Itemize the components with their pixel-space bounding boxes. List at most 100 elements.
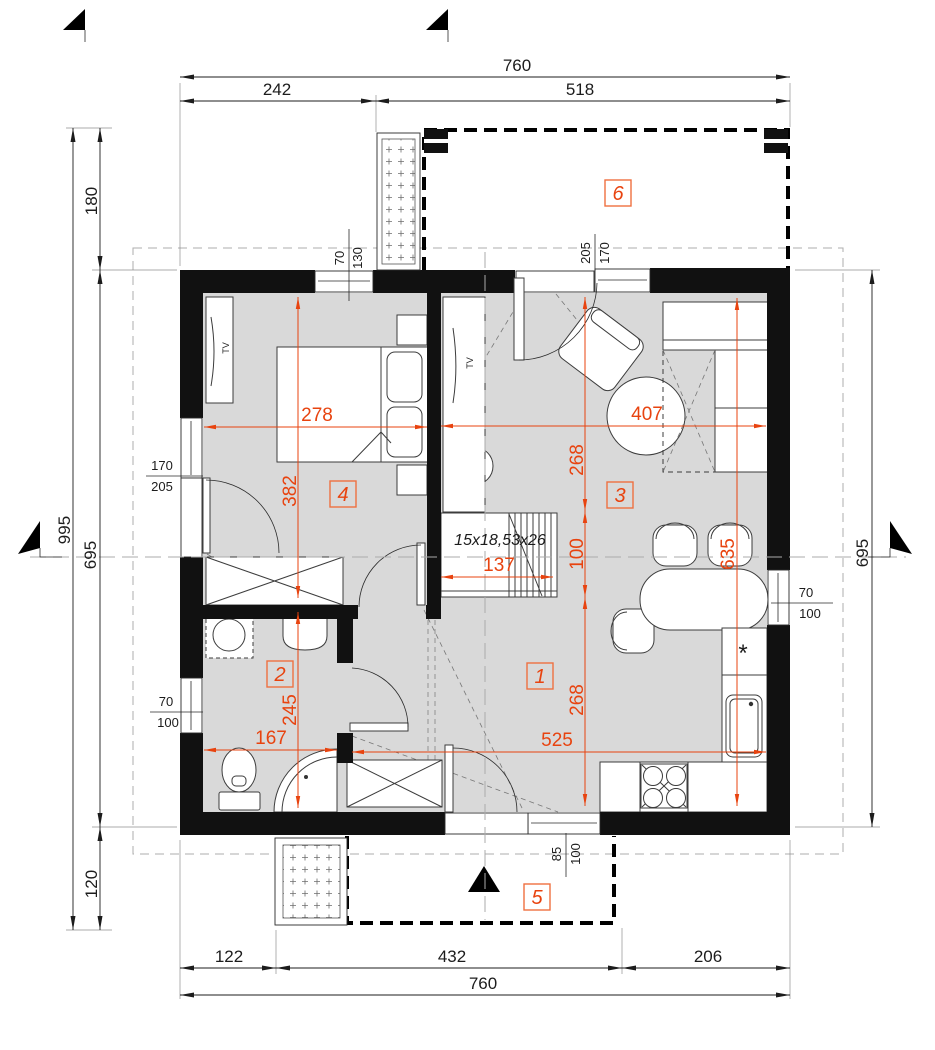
dim-bottom-total: 760 [469, 974, 497, 993]
room-label-2: 2 [273, 664, 285, 686]
dim-right-chain: 635 [718, 538, 739, 570]
pillow [386, 351, 423, 403]
label-entry-h: 205 [578, 242, 593, 264]
stair-cut-line [508, 513, 543, 597]
sofa-ottoman-dashed [662, 349, 716, 473]
label-entry-w: 170 [597, 242, 612, 264]
blanket-fold [351, 431, 392, 463]
entry-door-opening [515, 270, 595, 293]
room-label-5: 5 [531, 887, 543, 909]
dim-bedroom-width: 278 [301, 405, 333, 426]
balcony-door-swing [205, 479, 280, 554]
terrace-top [422, 128, 790, 270]
round-table [606, 376, 686, 456]
dim-left-total: 995 [55, 516, 74, 544]
room-labels: 1 2 3 4 5 6 [266, 179, 634, 911]
windows [180, 268, 790, 835]
label-bed-top-w: 70 [332, 251, 347, 265]
section-marker-top-mid [426, 9, 448, 30]
toilet-bowl [221, 747, 257, 793]
main-door-leaf [444, 744, 454, 813]
nightstand [396, 464, 428, 496]
dining-table [639, 568, 769, 631]
tv-label-living: TV [465, 357, 475, 369]
label-bath-h: 100 [157, 715, 179, 730]
main-door-swing [452, 747, 518, 813]
roof-outline [132, 247, 844, 855]
label-bottom-w: 85 [549, 847, 564, 861]
dim-living-width: 407 [631, 404, 663, 425]
main-door-opening [444, 812, 529, 835]
room-label-1: 1 [534, 666, 545, 688]
tv-screen-living [452, 327, 457, 404]
entry-door-leaf [513, 277, 525, 361]
dimensions-red: 278 382 407 268 100 268 635 137 [204, 297, 766, 808]
armchair [558, 306, 644, 392]
bedroom-door-swing [358, 544, 422, 608]
dim-kitchen-width: 525 [541, 730, 573, 751]
dim-living-height: 268 [567, 444, 588, 476]
label-bed-top-h: 130 [350, 247, 365, 269]
entrance-arrow [468, 866, 500, 892]
label-bed-left-h: 205 [151, 479, 173, 494]
dim-top-total: 760 [503, 56, 531, 75]
tv-label-bedroom: TV [221, 342, 231, 354]
label-bottom-h: 100 [568, 843, 583, 865]
section-marker-left [18, 521, 40, 554]
kitchen-sink [725, 694, 763, 758]
tv-cabinet-bedroom [205, 296, 234, 404]
dim-mid: 100 [567, 538, 588, 570]
sofa-back [662, 301, 769, 351]
stove [640, 763, 688, 809]
dim-bottom-s1: 122 [215, 947, 243, 966]
interior-doors [349, 542, 426, 732]
planters [274, 132, 421, 926]
section-lines [18, 9, 912, 920]
dim-bath-height: 245 [280, 694, 301, 726]
pillow [386, 406, 423, 458]
tv-cabinet-living [442, 296, 486, 513]
hall-furniture [346, 759, 443, 808]
dim-left-s3: 120 [82, 870, 101, 898]
dimensions-black: 760 242 518 122 432 206 760 995 [55, 56, 880, 999]
balcony-door-leaf [202, 477, 211, 554]
entry-door-swing [518, 282, 598, 361]
balcony-door-opening [180, 477, 203, 558]
label-bed-left-w: 170 [151, 458, 173, 473]
stairs-note: 15x18,53x26 [454, 532, 546, 549]
section-marker-top-left [63, 9, 85, 30]
room-label-4: 4 [337, 484, 348, 506]
toilet-tank [218, 791, 261, 811]
dim-stair-width: 137 [483, 555, 515, 576]
room-label-3: 3 [614, 485, 625, 507]
dim-bottom-s2: 432 [438, 947, 466, 966]
dim-left-s1: 180 [82, 187, 101, 215]
bathroom-door-swing [351, 667, 409, 728]
bedroom-door-leaf [416, 542, 426, 606]
shower [273, 748, 338, 813]
section-marker-right [890, 521, 912, 554]
star-symbol: * [738, 640, 747, 667]
dim-kitchen-height: 268 [567, 684, 588, 716]
opening-labels: 170 205 70 100 70 100 70 130 205 170 85 … [146, 229, 833, 877]
washbasin [282, 611, 328, 651]
bedroom-furniture [205, 296, 429, 606]
bathroom-door-leaf [349, 722, 409, 732]
sofa-seat [714, 349, 769, 473]
living-furniture [442, 296, 769, 513]
label-kitchen-w: 70 [799, 585, 813, 600]
dim-bottom-s3: 206 [694, 947, 722, 966]
bathroom-fixtures [205, 611, 338, 813]
chair [652, 522, 698, 567]
walls [180, 268, 790, 835]
dim-left-s2: 695 [81, 541, 100, 569]
dim-bath-width: 167 [255, 728, 287, 749]
room-label-6: 6 [612, 183, 624, 205]
tv-screen-bedroom [210, 316, 215, 387]
annotations: 15x18,53x26 TV TV [221, 342, 546, 549]
dim-bedroom-height: 382 [280, 475, 301, 507]
stairs [440, 512, 558, 598]
dim-top-s2: 518 [566, 80, 594, 99]
